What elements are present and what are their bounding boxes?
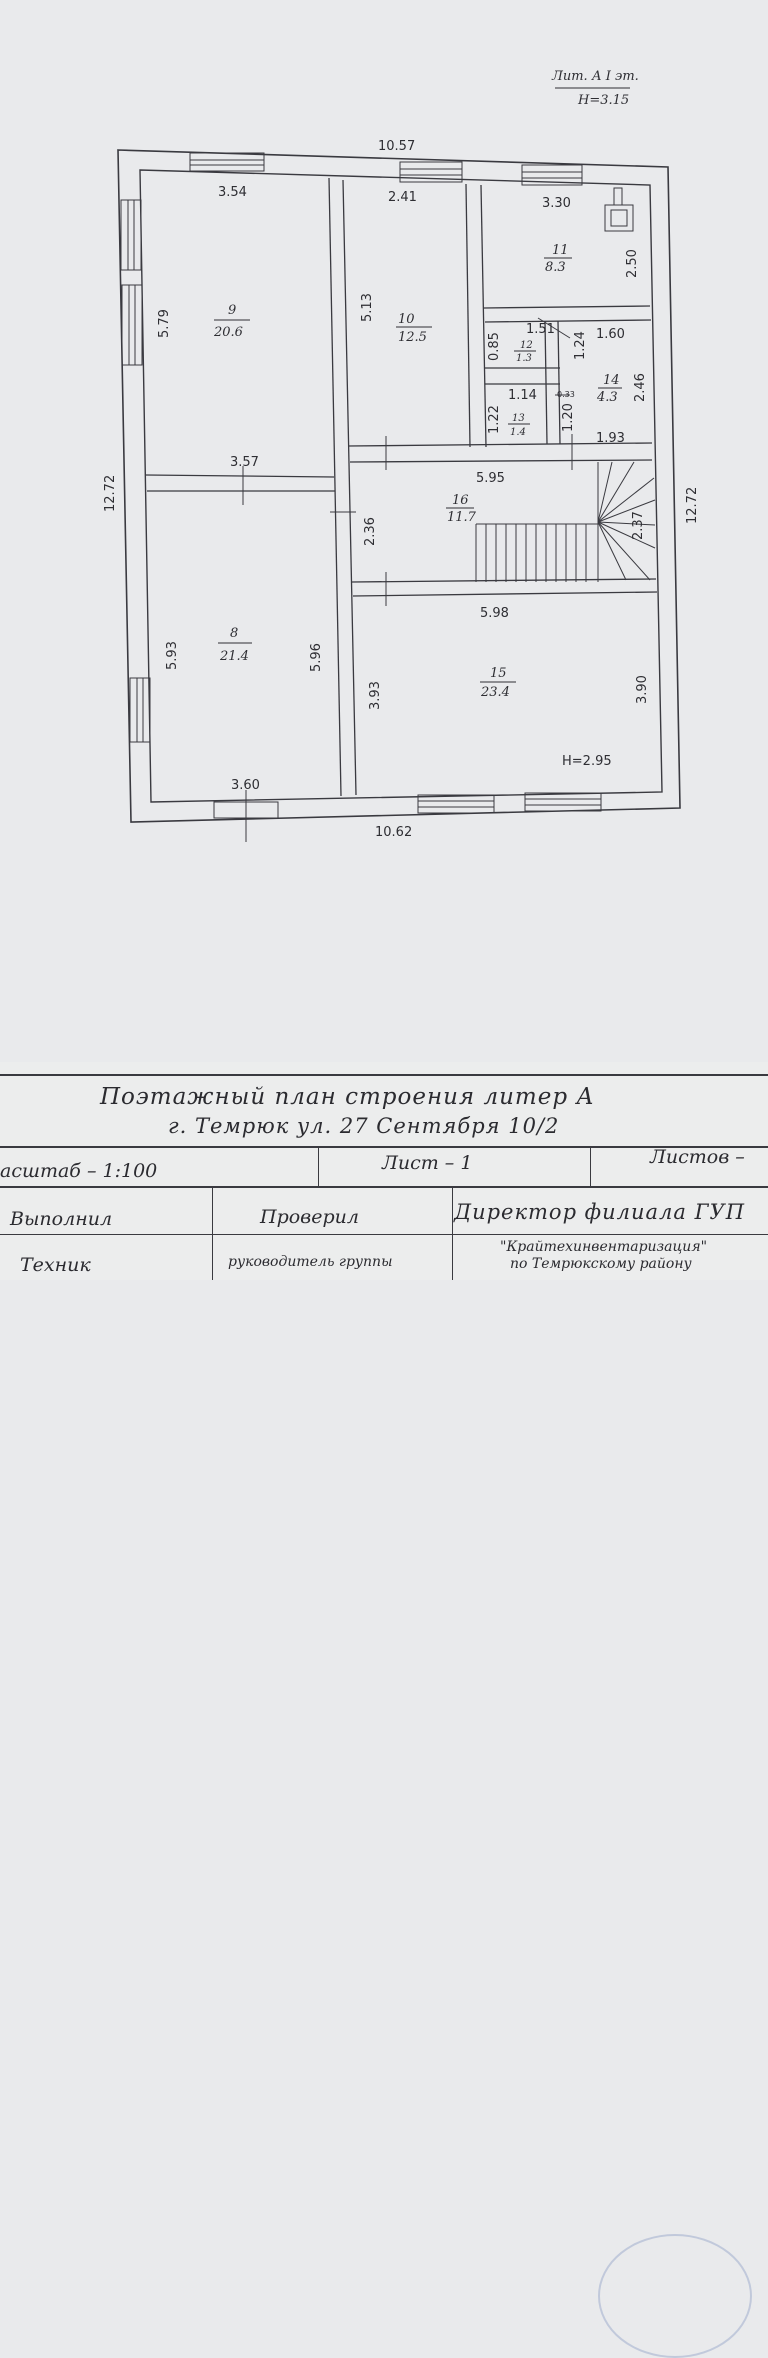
plan-title: Поэтажный план строения литер А <box>100 1084 595 1110</box>
org-label: "Крайтехинвентаризация" <box>500 1239 708 1255</box>
room-12-area: 1.3 <box>516 353 532 364</box>
scale-label: асштаб – 1:100 <box>0 1160 158 1182</box>
room-8-area: 21.4 <box>219 649 249 664</box>
title-line-2 <box>0 1186 768 1188</box>
dim-r15-height-2: 3.90 <box>635 675 650 704</box>
room-16-number: 16 <box>452 493 469 508</box>
outer-dim-top: 10.57 <box>378 139 415 154</box>
dim-r14-width: 1.60 <box>596 327 625 342</box>
outer-dim-bottom: 10.62 <box>375 825 412 840</box>
dim-stair: 2.37 <box>631 511 646 540</box>
room-10-number: 10 <box>398 312 415 327</box>
dim-r13-width: 1.14 <box>508 388 537 403</box>
dim-r15-width: 5.98 <box>480 606 509 621</box>
title-block: Поэтажный план строения литер А г. Темрю… <box>0 1062 768 2358</box>
sheet-label: Лист – 1 <box>382 1152 473 1174</box>
dim-r8-height-2: 5.96 <box>309 643 324 672</box>
room-10-area: 12.5 <box>398 330 427 345</box>
room-11-area: 8.3 <box>545 260 566 275</box>
room-14-area: 4.3 <box>596 390 618 405</box>
outer-dim-right: 12.72 <box>685 487 700 524</box>
dim-r12-height-2: 1.24 <box>573 331 588 360</box>
dim-r10-width: 2.41 <box>388 190 417 205</box>
title-line-1 <box>0 1146 768 1148</box>
outer-dim-left: 12.72 <box>103 475 118 512</box>
director-label: Директор филиала ГУП <box>454 1200 746 1224</box>
title-vline-3 <box>212 1186 213 1280</box>
title-line-top <box>0 1074 768 1076</box>
liter-floor-label: Лит. А I эт. <box>551 69 639 84</box>
dim-r13-height-2: 1.20 <box>561 403 576 432</box>
title-vline-2 <box>590 1146 591 1186</box>
dim-r10-height: 5.13 <box>360 293 375 322</box>
room-13-number: 13 <box>512 413 525 424</box>
seal-stamp <box>598 2234 752 2358</box>
inner-wall-outline <box>139 169 663 803</box>
dim-r8-height: 5.93 <box>165 641 180 670</box>
title-line-3 <box>0 1234 768 1235</box>
dim-r12-height: 0.85 <box>487 332 502 361</box>
building-height: Н=3.15 <box>577 93 629 108</box>
performed-label: Выполнил <box>10 1208 113 1230</box>
dim-r12-width: 1.51 <box>526 322 555 337</box>
dim-r8-width: 3.60 <box>231 778 260 793</box>
room-14-number: 14 <box>603 373 620 388</box>
dim-r14-width-2: 1.93 <box>596 431 625 446</box>
room-8-number: 8 <box>230 626 238 641</box>
sheets-label: Листов – <box>650 1146 745 1168</box>
checked-label: Проверил <box>260 1206 359 1228</box>
room-9-area: 20.6 <box>213 325 243 340</box>
dim-r8-top: 3.57 <box>230 455 259 470</box>
stove-icon <box>604 187 634 232</box>
dim-r16-width: 5.95 <box>476 471 505 486</box>
technician-label: Техник <box>20 1254 91 1276</box>
room-9-number: 9 <box>228 303 236 318</box>
room-16-area: 11.7 <box>447 510 477 525</box>
title-vline-1 <box>318 1146 319 1186</box>
interior-walls <box>145 177 658 797</box>
room-15-number: 15 <box>490 666 507 681</box>
room-13-area: 1.4 <box>510 427 526 438</box>
dim-r14-height: 2.46 <box>633 373 648 402</box>
room-15-area: 23.4 <box>480 685 510 700</box>
outer-wall <box>117 149 681 823</box>
room-11-number: 11 <box>552 243 569 258</box>
staircase <box>475 461 656 582</box>
dim-r11-width: 3.30 <box>542 196 571 211</box>
windows <box>120 152 602 819</box>
door-marks <box>242 317 573 842</box>
floor-plan: Лит. А I эт. Н=3.15 <box>103 69 700 842</box>
plan-address: г. Темрюк ул. 27 Сентября 10/2 <box>168 1114 560 1138</box>
org-area-label: по Темрюкскому району <box>510 1256 692 1272</box>
floor-height: Н=2.95 <box>562 754 612 769</box>
title-vline-4 <box>452 1186 453 1280</box>
dim-r13-small: 0.33 <box>557 390 575 399</box>
group-head-label: руководитель группы <box>228 1254 393 1270</box>
dim-r15-height: 3.93 <box>368 681 383 710</box>
dim-r11-height: 2.50 <box>625 249 640 278</box>
dim-r9-height: 5.79 <box>157 309 172 338</box>
dim-r16-height: 2.36 <box>363 517 378 546</box>
dim-r9-width: 3.54 <box>218 185 247 200</box>
dim-r13-height: 1.22 <box>487 405 502 434</box>
room-12-number: 12 <box>520 340 533 351</box>
